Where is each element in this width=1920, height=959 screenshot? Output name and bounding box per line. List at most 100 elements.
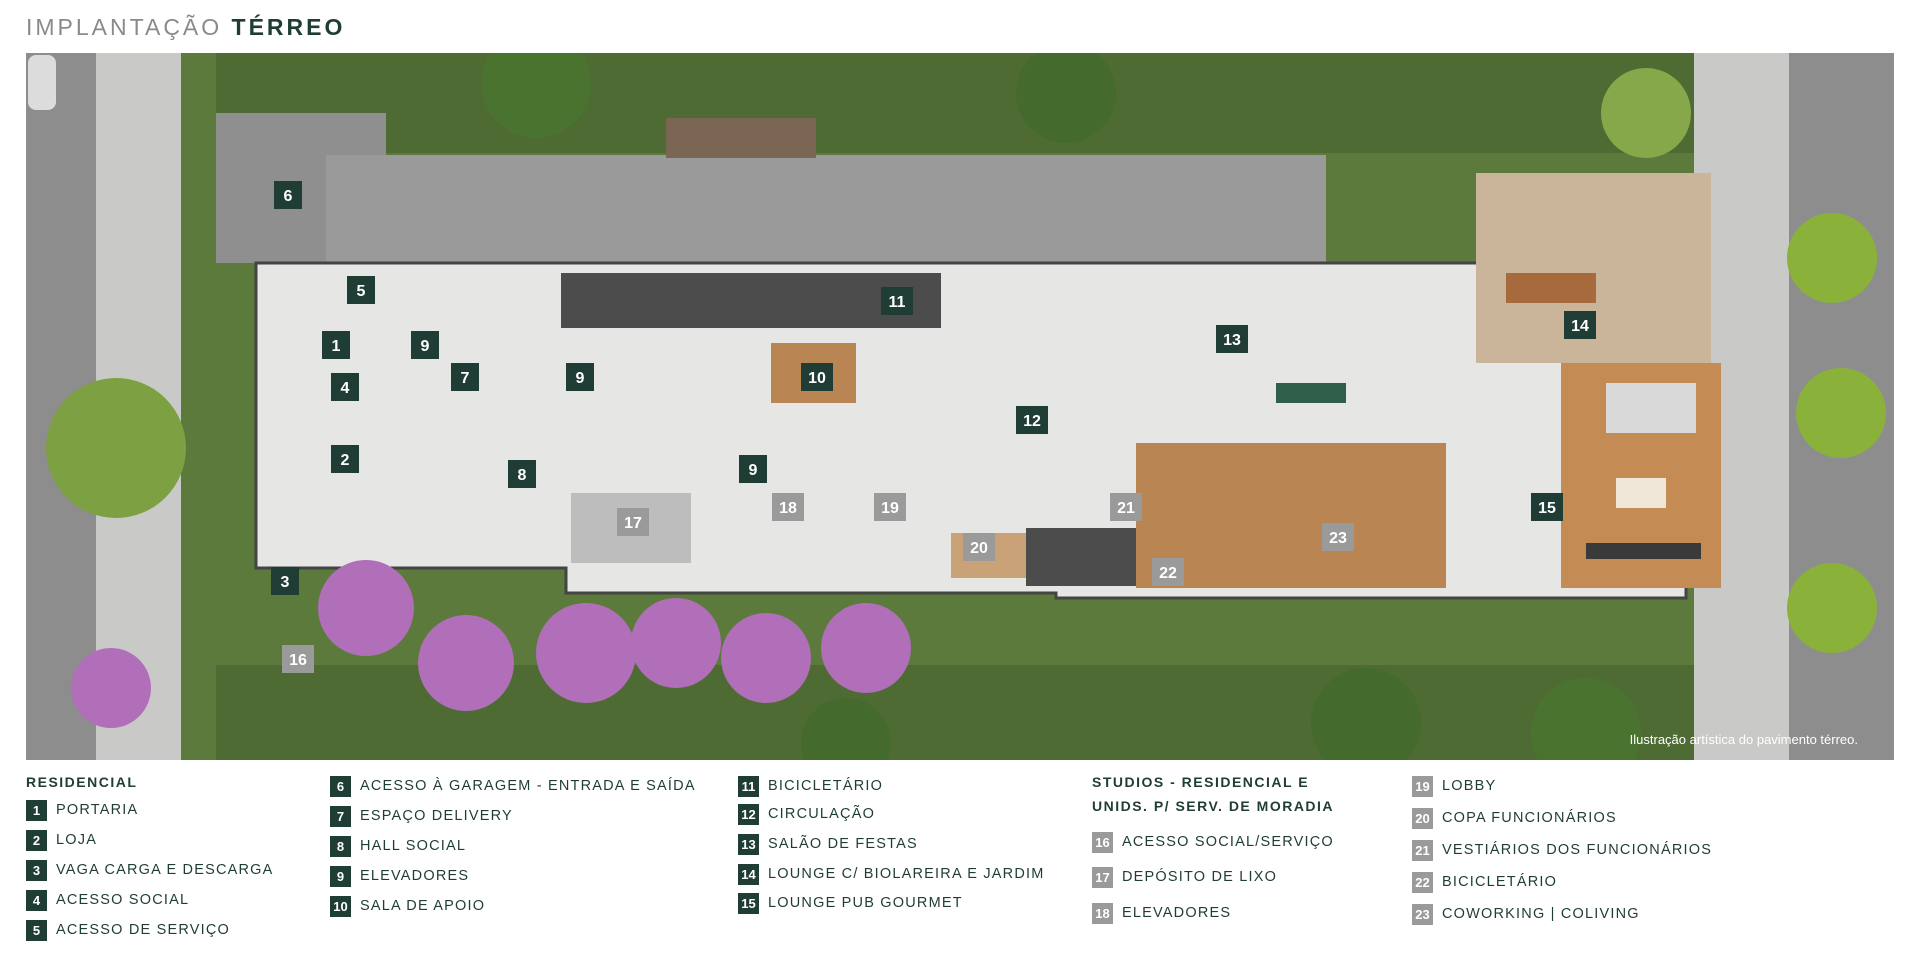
marker-22-text: 22 [1159, 565, 1177, 582]
marker-8-text: 8 [518, 467, 527, 484]
marker-2-text: 2 [341, 452, 350, 469]
garage-planter [666, 118, 816, 158]
legend-item: 4 ACESSO SOCIAL [26, 888, 189, 912]
marker-8: 8 [508, 460, 536, 488]
marker-17-text: 17 [624, 515, 642, 532]
legend-badge: 17 [1092, 866, 1113, 888]
tree [481, 53, 591, 138]
legend-badge: 22 [1412, 871, 1433, 893]
title-light: IMPLANTAÇÃO [26, 14, 223, 40]
legend-badge: 14 [738, 863, 759, 885]
illustration-note: Ilustração artística do pavimento térreo… [1629, 732, 1858, 747]
legend-label: ELEVADORES [1122, 905, 1232, 921]
legend-label: SALA DE APOIO [360, 898, 486, 914]
marker-11-text: 11 [889, 294, 906, 311]
marker-20-text: 20 [970, 540, 988, 557]
lounge-table [1506, 273, 1596, 303]
marker-9c-text: 9 [749, 462, 758, 479]
marker-19-text: 19 [881, 500, 899, 517]
legend-badge: 4 [26, 889, 47, 911]
legend-label: DEPÓSITO DE LIXO [1122, 869, 1278, 885]
marker-4-text: 4 [341, 380, 350, 397]
marker-10-text: 10 [808, 370, 826, 387]
legend-label: PORTARIA [56, 802, 139, 818]
legend-item: 19 LOBBY [1412, 774, 1496, 798]
marker-23-text: 23 [1329, 530, 1347, 547]
tree [1016, 53, 1116, 143]
legend-label: LOJA [56, 832, 98, 848]
legend-label: ACESSO SOCIAL [56, 892, 190, 908]
marker-15-text: 15 [1538, 500, 1556, 517]
legend-heading-studios: STUDIOS - RESIDENCIAL E UNIDS. P/ SERV. … [1092, 770, 1334, 818]
legend-label: ESPAÇO DELIVERY [360, 808, 513, 824]
legend-badge: 2 [26, 829, 47, 851]
legend-label: BICICLETÁRIO [1442, 874, 1558, 890]
legend-label: ACESSO À GARAGEM - ENTRADA E SAÍDA [360, 778, 696, 794]
legend-item: 10 SALA DE APOIO [330, 894, 485, 918]
tree [46, 378, 186, 518]
marker-12-text: 12 [1023, 413, 1041, 430]
legend-badge: 6 [330, 775, 351, 797]
legend-label: ACESSO SOCIAL/SERVIÇO [1122, 834, 1334, 850]
flowering-tree [418, 615, 514, 711]
legend-badge: 5 [26, 919, 47, 941]
flowering-tree [821, 603, 911, 693]
legend-badge: 7 [330, 805, 351, 827]
legend-label: CIRCULAÇÃO [768, 806, 876, 822]
tree [1531, 678, 1641, 760]
marker-22: 22 [1152, 558, 1184, 586]
legend-heading-studios-line1: STUDIOS - RESIDENCIAL E [1092, 774, 1310, 790]
marker-20: 20 [963, 533, 995, 561]
party-hall-table [1276, 383, 1346, 403]
marker-5-text: 5 [357, 283, 366, 300]
legend-label: HALL SOCIAL [360, 838, 467, 854]
marker-17: 17 [617, 508, 649, 536]
marker-9b-text: 9 [576, 370, 585, 387]
marker-9c: 9 [739, 455, 767, 483]
legend-item: 6 ACESSO À GARAGEM - ENTRADA E SAÍDA [330, 774, 696, 798]
marker-4: 4 [331, 373, 359, 401]
legend-badge: 21 [1412, 839, 1433, 861]
legend-badge: 11 [738, 775, 759, 797]
marker-18-text: 18 [779, 500, 797, 517]
legend-badge: 13 [738, 833, 759, 855]
pub-sofa [1606, 383, 1696, 433]
marker-19: 19 [874, 493, 906, 521]
legend-label: VESTIÁRIOS DOS FUNCIONÁRIOS [1442, 842, 1713, 858]
flowering-tree [536, 603, 636, 703]
marker-1: 1 [322, 331, 350, 359]
pub-pool-table [1616, 478, 1666, 508]
marker-12: 12 [1016, 406, 1048, 434]
legend-badge: 19 [1412, 775, 1433, 797]
flowering-tree [721, 613, 811, 703]
legend-badge: 9 [330, 865, 351, 887]
marker-7: 7 [451, 363, 479, 391]
marker-3: 3 [271, 567, 299, 595]
legend-item: 7 ESPAÇO DELIVERY [330, 804, 513, 828]
garage-ramp [326, 155, 1326, 263]
marker-16-text: 16 [289, 652, 307, 669]
page-title: IMPLANTAÇÃO TÉRREO [26, 14, 345, 41]
legend-label: LOUNGE PUB GOURMET [768, 895, 963, 911]
room-23-wood [1136, 443, 1446, 588]
marker-14-text: 14 [1571, 318, 1589, 335]
legend-label: LOBBY [1442, 778, 1497, 794]
pub-bar [1586, 543, 1701, 559]
tree [1796, 368, 1886, 458]
legend-badge: 23 [1412, 903, 1433, 925]
legend-item: 21 VESTIÁRIOS DOS FUNCIONÁRIOS [1412, 838, 1712, 862]
bicycle-strip-11 [561, 273, 941, 328]
legend-badge: 10 [330, 895, 351, 917]
marker-6-text: 6 [284, 188, 293, 205]
marker-5: 5 [347, 276, 375, 304]
site-plan: 6 5 1 9 7 4 9 2 8 3 11 10 9 12 13 14 15 … [26, 53, 1894, 760]
